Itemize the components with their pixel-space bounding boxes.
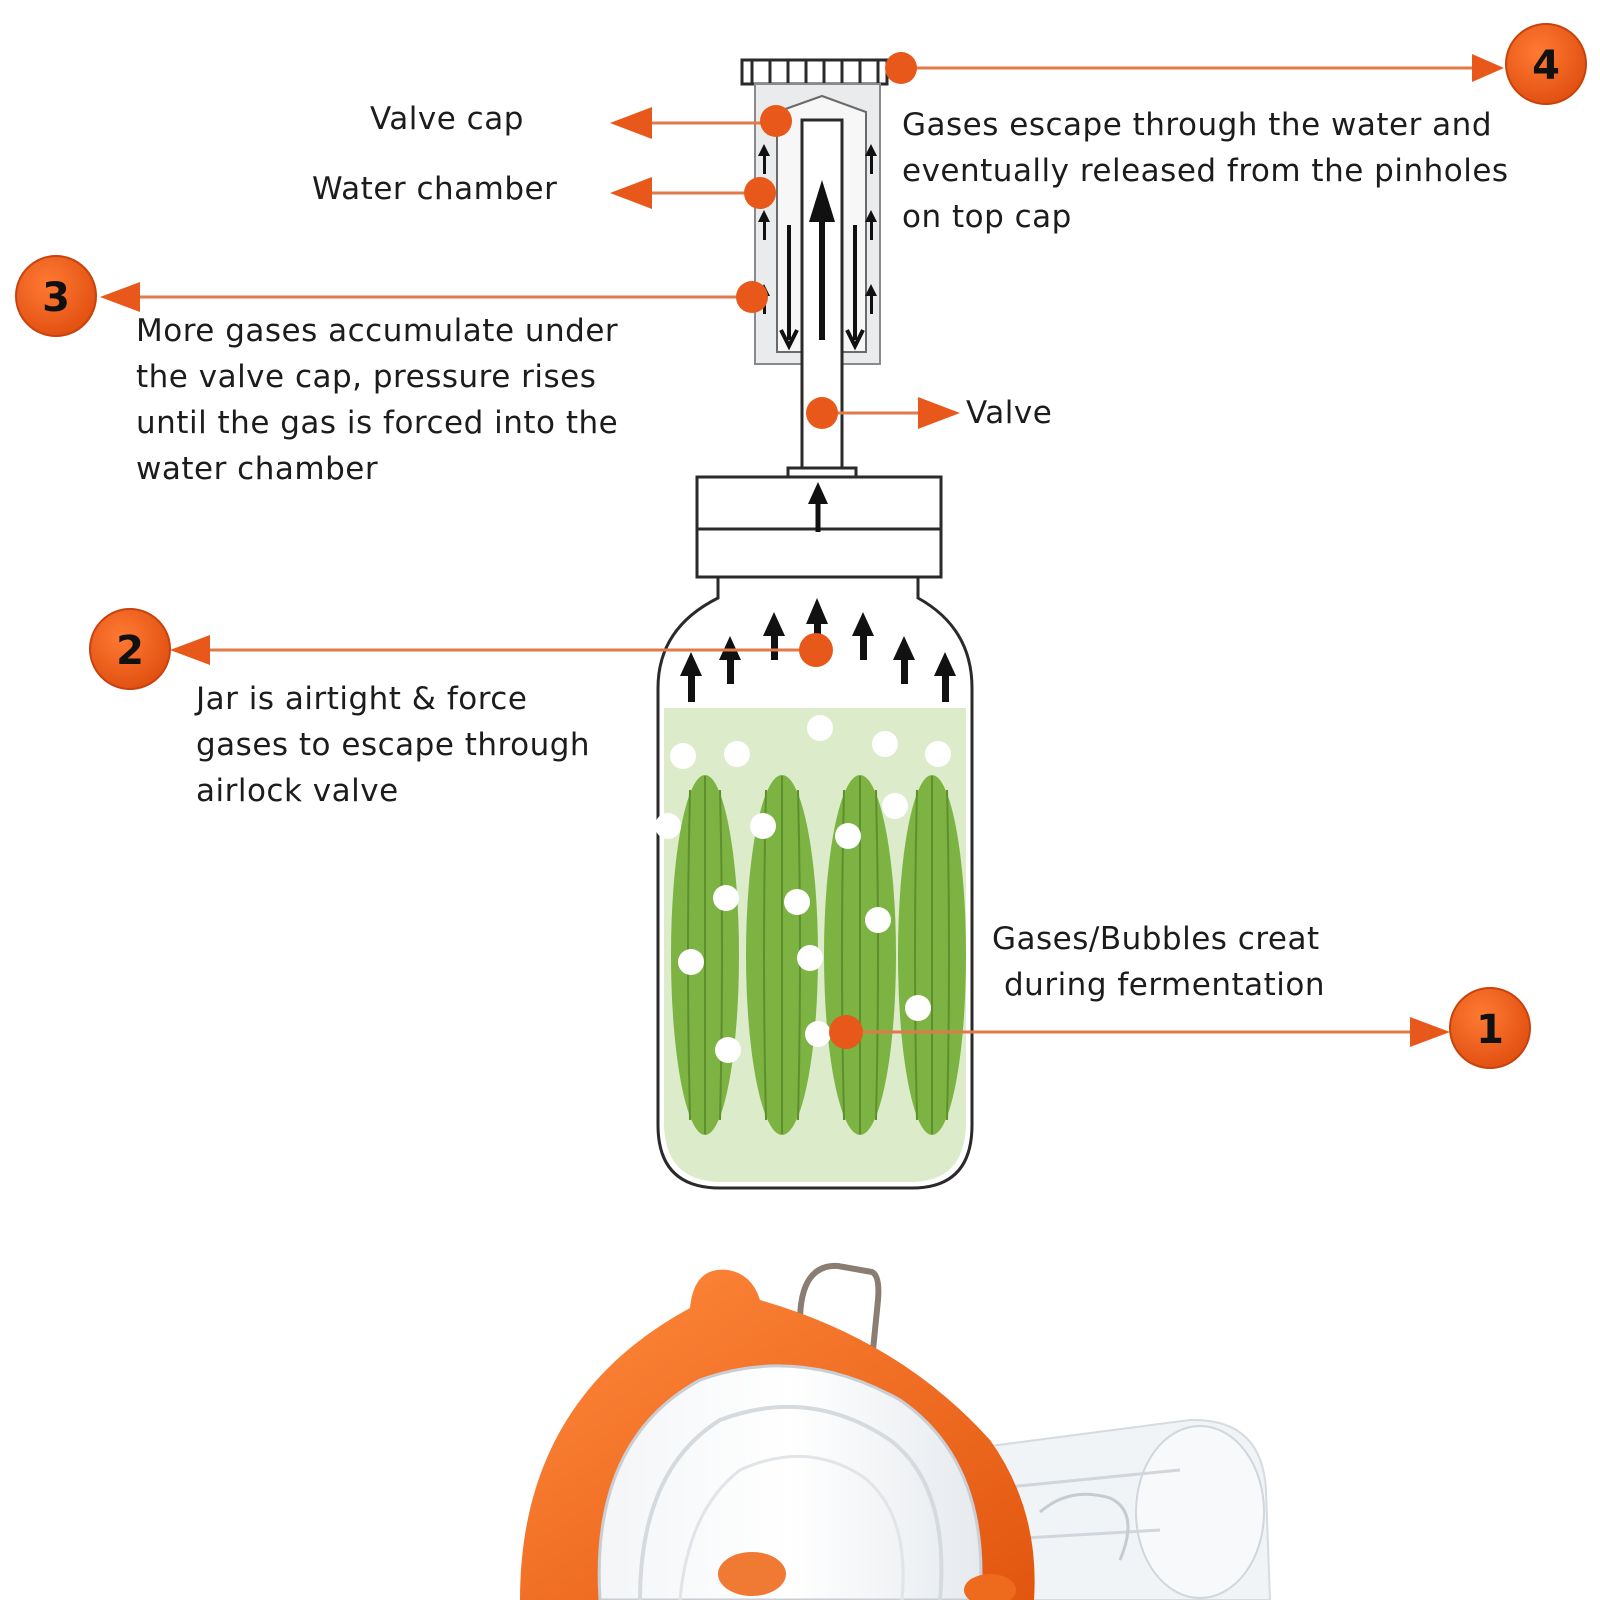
callout-valve-cap bbox=[610, 105, 792, 139]
callout-dot-step-1 bbox=[829, 1015, 863, 1049]
callout-step-3 bbox=[100, 281, 768, 313]
step-4-description: Gases escape through the water and event… bbox=[902, 102, 1509, 240]
callout-step-4 bbox=[885, 52, 1504, 84]
callout-dot-step-4 bbox=[885, 52, 917, 84]
step-2-line-2: gases to escape through bbox=[196, 727, 591, 763]
step-number-1: 1 bbox=[1476, 1007, 1504, 1053]
step-badge-3: 3 bbox=[15, 255, 97, 337]
glass-jar-mouth bbox=[597, 1364, 983, 1600]
step-2-line-1: Jar is airtight & force bbox=[196, 681, 528, 717]
step-3-line-2: the valve cap, pressure rises bbox=[136, 359, 597, 395]
callout-step-1 bbox=[829, 1015, 1450, 1049]
callouts bbox=[100, 52, 1504, 1049]
step-2-line-3: airlock valve bbox=[196, 773, 399, 809]
step-4-line-1: Gases escape through the water and bbox=[902, 107, 1493, 143]
step-number-3: 3 bbox=[42, 275, 70, 321]
callout-step-2 bbox=[170, 633, 833, 667]
gas-bubbles bbox=[655, 715, 951, 1063]
step-number-2: 2 bbox=[116, 628, 144, 674]
step-1-description: Gases/Bubbles creat during fermentation bbox=[992, 916, 1325, 1008]
step-badge-4: 4 bbox=[1505, 23, 1587, 105]
step-3-description: More gases accumulate under the valve ca… bbox=[136, 308, 618, 492]
step-badge-2: 2 bbox=[89, 608, 171, 690]
step-2-description: Jar is airtight & force gases to escape … bbox=[196, 676, 590, 814]
callout-water-chamber bbox=[610, 177, 776, 209]
callout-dot-water-chamber bbox=[744, 177, 776, 209]
top-cap bbox=[740, 58, 889, 86]
jar-lid-band bbox=[695, 527, 943, 579]
clear-airlock-tube bbox=[959, 1418, 1272, 1600]
label-valve: Valve bbox=[966, 395, 1053, 431]
step-1-line-2: during fermentation bbox=[1004, 967, 1325, 1003]
step-3-line-4: water chamber bbox=[136, 451, 379, 487]
wire-bail bbox=[797, 1262, 882, 1361]
step-badge-1: 1 bbox=[1449, 987, 1531, 1069]
airlock-lid-product-photo bbox=[520, 1262, 1272, 1600]
callout-valve bbox=[806, 397, 960, 429]
lid-up-arrow bbox=[808, 482, 828, 532]
step-number-4: 4 bbox=[1532, 43, 1560, 89]
step-4-line-3: on top cap bbox=[902, 199, 1072, 235]
orange-silicone-lid bbox=[520, 1269, 1035, 1600]
step-3-line-3: until the gas is forced into the bbox=[136, 405, 619, 441]
valve-knob bbox=[718, 1552, 786, 1596]
step-4-line-2: eventually released from the pinholes bbox=[902, 153, 1509, 189]
chamber-down-arrows bbox=[779, 225, 865, 351]
label-valve-cap: Valve cap bbox=[370, 101, 524, 137]
callout-dot-step-3 bbox=[736, 281, 768, 313]
step-1-line-1: Gases/Bubbles creat bbox=[992, 921, 1320, 957]
step-3-line-1: More gases accumulate under bbox=[136, 313, 619, 349]
callout-dot-valve bbox=[806, 397, 838, 429]
callout-dot-step-2 bbox=[799, 633, 833, 667]
callout-dot-valve-cap bbox=[760, 105, 792, 137]
stem-up-arrow bbox=[809, 180, 835, 340]
fermentation-jar bbox=[655, 475, 974, 1190]
label-water-chamber: Water chamber bbox=[312, 171, 558, 207]
